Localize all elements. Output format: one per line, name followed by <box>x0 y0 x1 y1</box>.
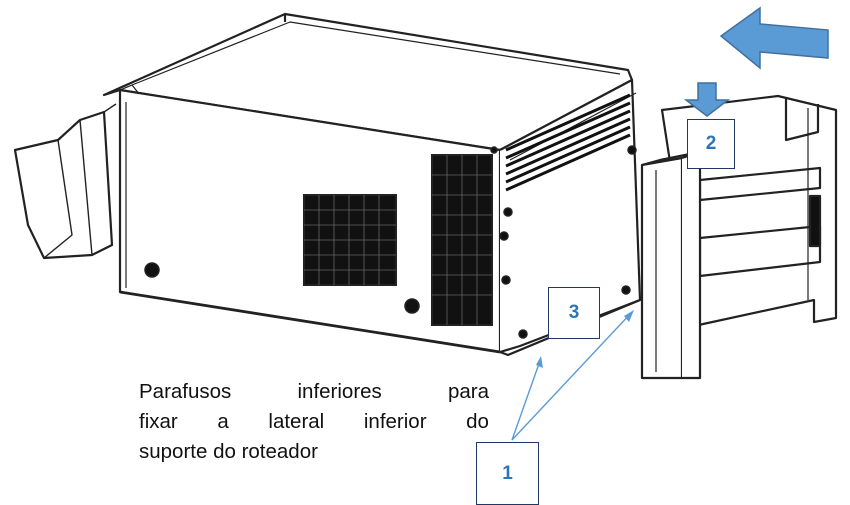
pointer-lines <box>511 310 634 441</box>
callout-1-label: 1 <box>502 462 513 484</box>
caption-word: do <box>466 410 489 433</box>
router-housing <box>13 12 642 357</box>
router-handle <box>13 110 114 260</box>
screw-bottom-1 <box>518 329 528 339</box>
router-bracket <box>640 94 838 380</box>
direction-arrows <box>683 6 829 117</box>
caption-line-1: Parafusos inferiores para <box>139 377 489 407</box>
pointer-line-left <box>511 357 542 441</box>
screw-front-right <box>404 298 420 314</box>
caption-word: inferiores <box>297 380 382 403</box>
caption-word: fixar <box>139 410 178 433</box>
caption-word: lateral <box>268 410 325 433</box>
caption-line-3: suporte do roteador <box>139 440 318 463</box>
callout-2: 2 <box>687 119 735 169</box>
caption-word: para <box>447 380 489 403</box>
callout-3: 3 <box>548 287 600 339</box>
caption-word: inferior <box>363 410 427 433</box>
caption-word: Parafusos <box>139 380 232 403</box>
arrow-left-icon <box>719 6 829 70</box>
side-vents <box>505 93 631 192</box>
callout-3-label: 3 <box>568 302 580 323</box>
caption-text: Parafusos inferiores para fixar a latera… <box>139 377 489 467</box>
callout-2-label: 2 <box>705 133 717 154</box>
screw-bottom-2 <box>621 285 631 295</box>
screws <box>144 145 637 339</box>
arrow-down-icon <box>683 82 731 117</box>
caption-line-2: fixar a lateral inferior do <box>139 407 489 437</box>
screw-front-left <box>144 262 160 278</box>
callout-1: 1 <box>476 442 539 505</box>
bracket-front-upright <box>640 156 684 380</box>
caption-word: a <box>217 410 229 433</box>
pointer-line-right <box>511 311 633 441</box>
